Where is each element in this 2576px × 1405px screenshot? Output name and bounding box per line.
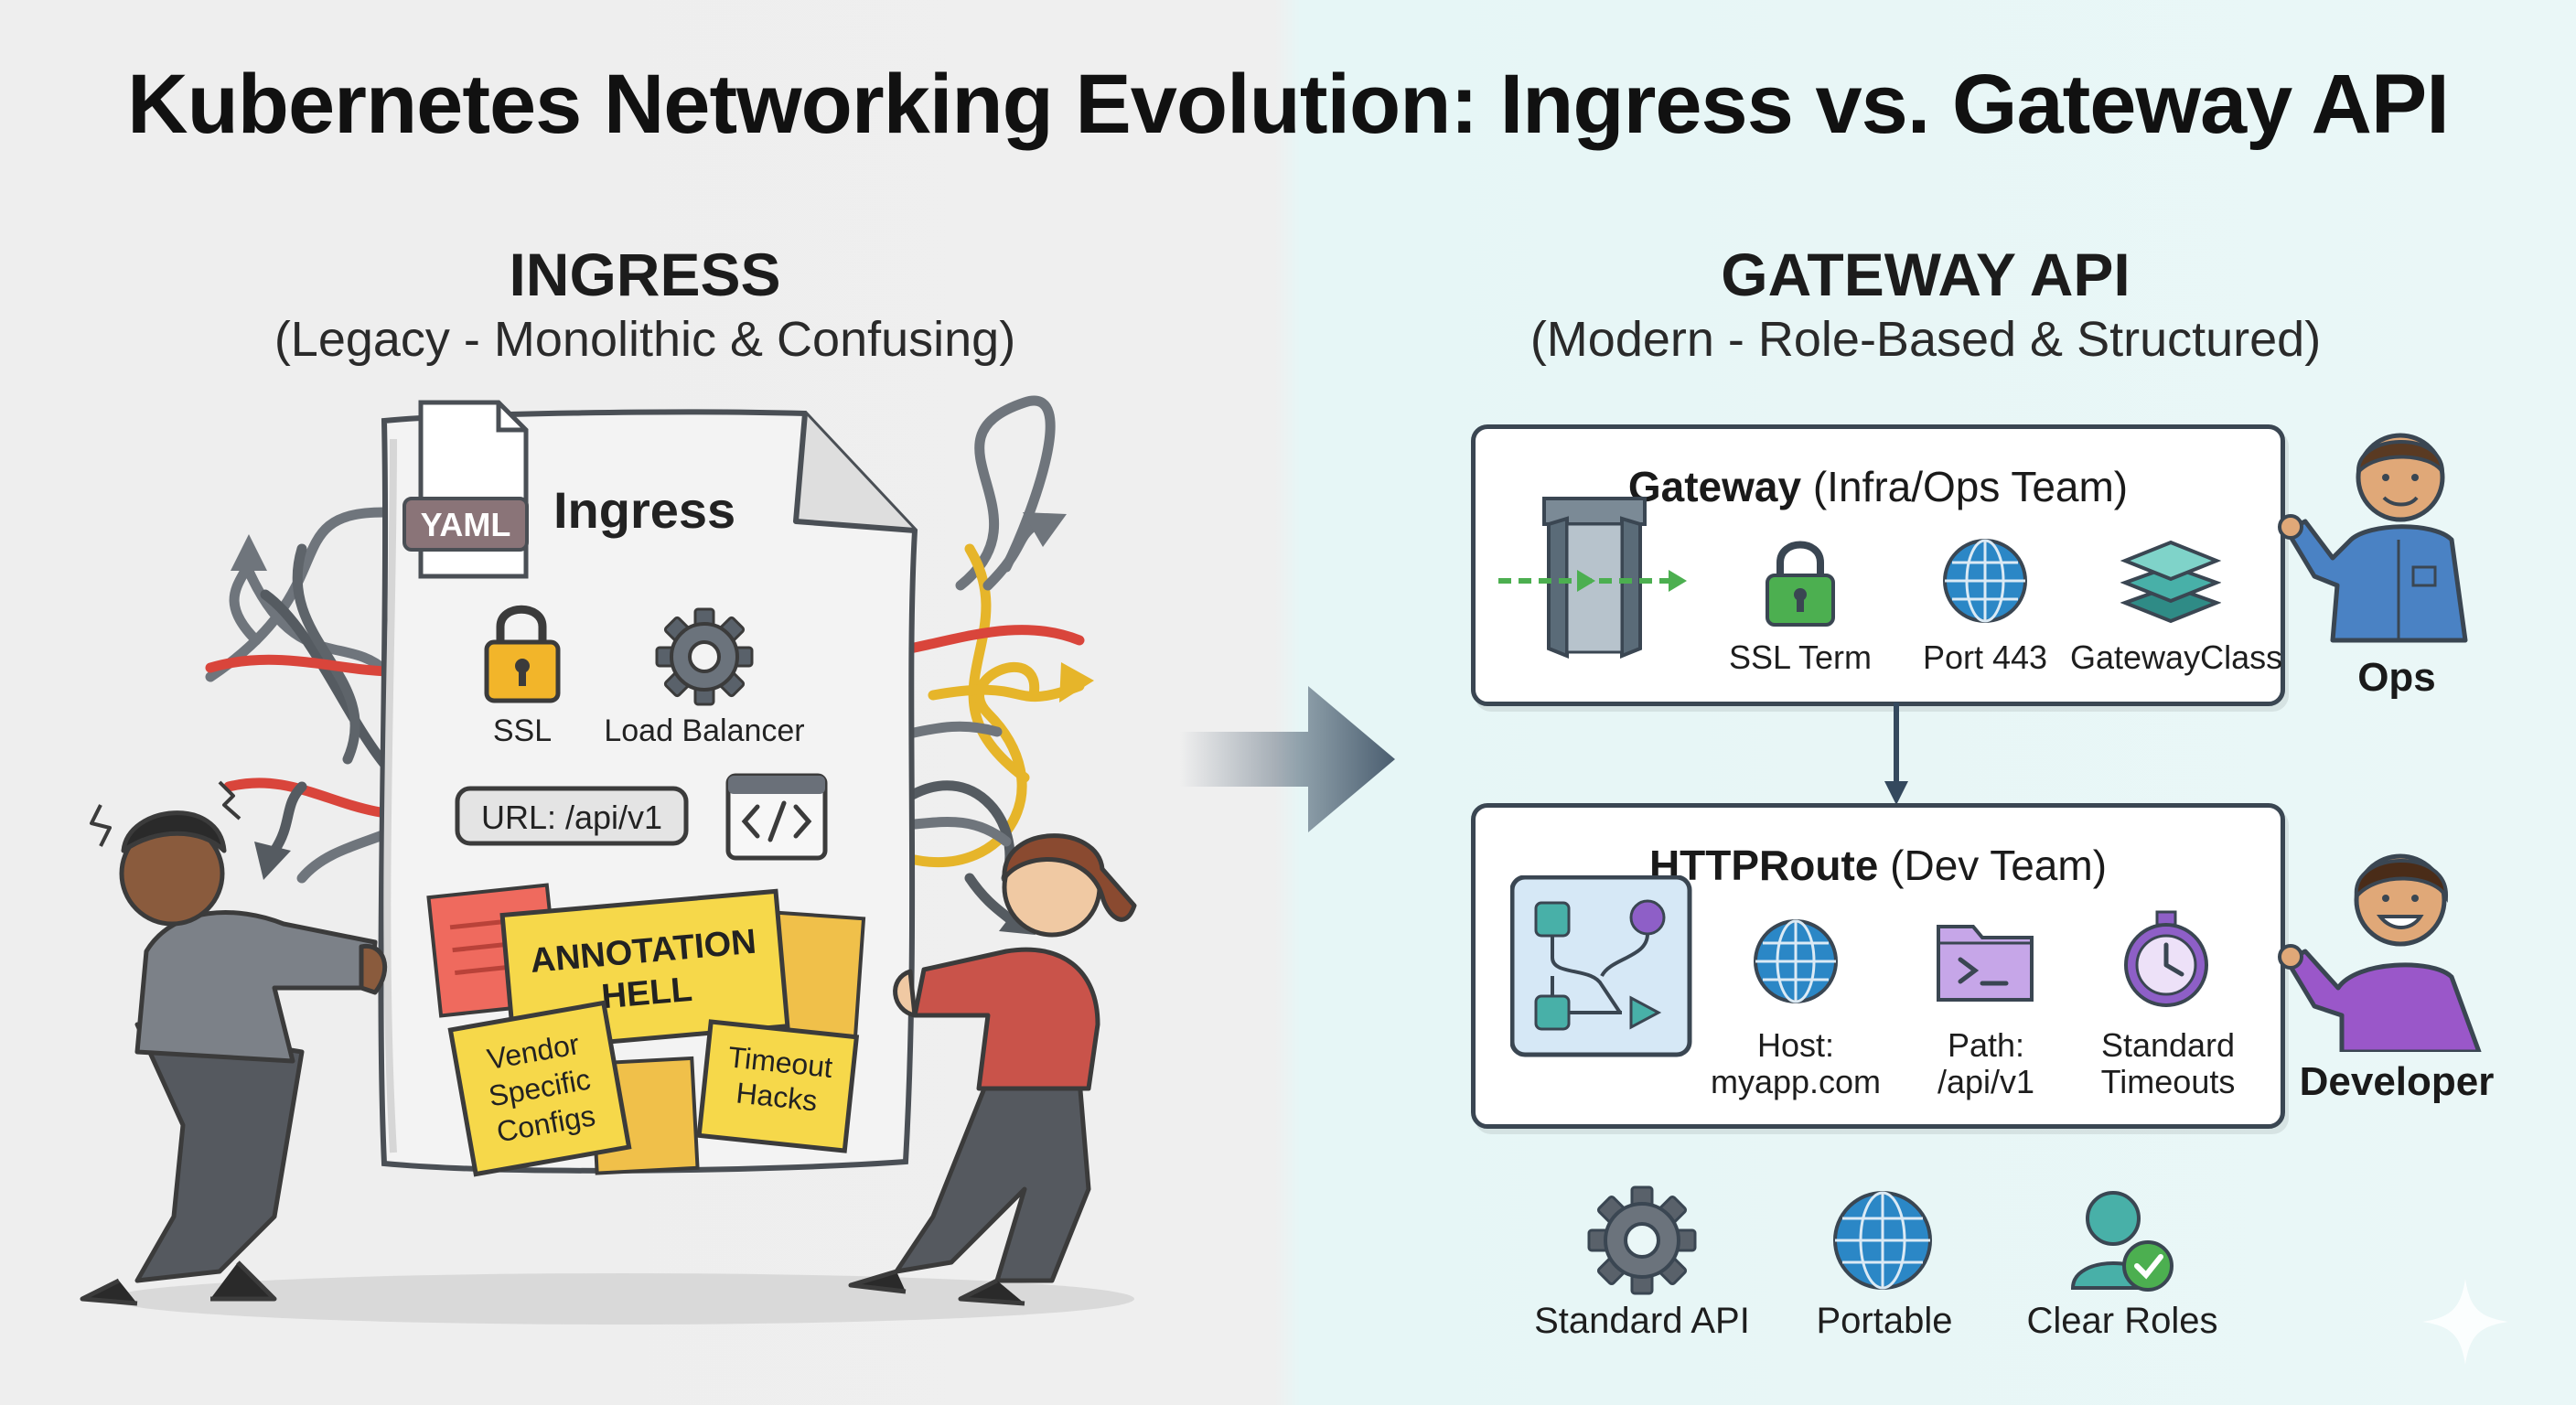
ingress-doc-title: Ingress [553,481,735,539]
url-label: URL: /api/v1 [481,799,662,836]
developer-person-avatar [2278,853,2482,1052]
sparkle-icon [2422,1279,2508,1365]
developer-role-label: Developer [2299,1059,2495,1104]
url-pill [455,786,689,846]
gear-icon [1587,1185,1697,1295]
ingress-illustration: YAML Ingress SSL Load Balancer URL: /api… [80,395,1137,1325]
layers-icon [2120,540,2221,624]
gateway-item-gatewayclass: GatewayClass [2070,638,2283,676]
httproute-card: HTTPRoute (Dev Team) Host: myapp.com Pat… [1471,803,2285,1129]
ops-role-label: Ops [2357,655,2436,700]
globe-icon [1833,1191,1932,1290]
gateway-card: Gateway (Infra/Ops Team) SSL Term Port 4… [1471,424,2285,706]
gateway-item-ssl-term: SSL Term [1728,638,1873,676]
sticky-notes: ANNOTATION HELL Vendor Specific Configs … [426,883,866,1177]
svg-text:HELL: HELL [600,971,694,1016]
note-vendor-configs: Vendor Specific Configs [447,1000,632,1177]
ingress-subheading: (Legacy - Monolithic & Confusing) [274,312,1016,367]
gateway-to-route-connector [1884,702,1908,805]
note-timeout-hacks: Timeout Hacks [696,1019,860,1153]
frustrated-man-figure [80,780,388,1306]
frustrated-woman-figure [848,833,1137,1306]
feature-standard-api: Standard API [1534,1301,1750,1341]
code-icon [725,773,828,861]
gateway-api-heading: GATEWAY API [1721,241,2131,308]
httproute-card-title: HTTPRoute (Dev Team) [1648,842,2108,889]
ingress-heading: INGRESS [509,241,781,308]
route-item-host: Host: myapp.com [1710,1026,1882,1100]
load-balancer-label: Load Balancer [604,713,804,748]
feature-portable: Portable [1816,1301,1953,1341]
folder-terminal-icon [1937,925,2034,1002]
lock-icon [484,605,561,703]
transition-arrow [1180,686,1395,832]
gear-icon [655,607,754,706]
gateway-item-port: Port 443 [1922,638,2048,676]
yaml-file-icon: YAML [402,400,529,579]
lock-icon [1766,541,1835,627]
globe-icon [1943,539,2027,623]
stopwatch-icon [2124,910,2208,1007]
globe-icon [1754,919,1838,1003]
page-title: Kubernetes Networking Evolution: Ingress… [127,58,2450,151]
gateway-api-subheading: (Modern - Role-Based & Structured) [1530,312,2322,367]
user-check-icon [2070,1191,2174,1292]
gateway-card-title: Gateway (Infra/Ops Team) [1627,463,2129,510]
route-item-path: Path: /api/v1 [1937,1026,2035,1100]
feature-clear-roles: Clear Roles [2026,1301,2218,1341]
flow-icon [1510,875,1692,1057]
yaml-badge: YAML [421,506,511,543]
ops-person-avatar [2278,433,2468,643]
gate-icon [1498,497,1687,659]
ssl-label: SSL [493,713,552,748]
route-item-timeouts: Standard Timeouts [2100,1026,2236,1100]
